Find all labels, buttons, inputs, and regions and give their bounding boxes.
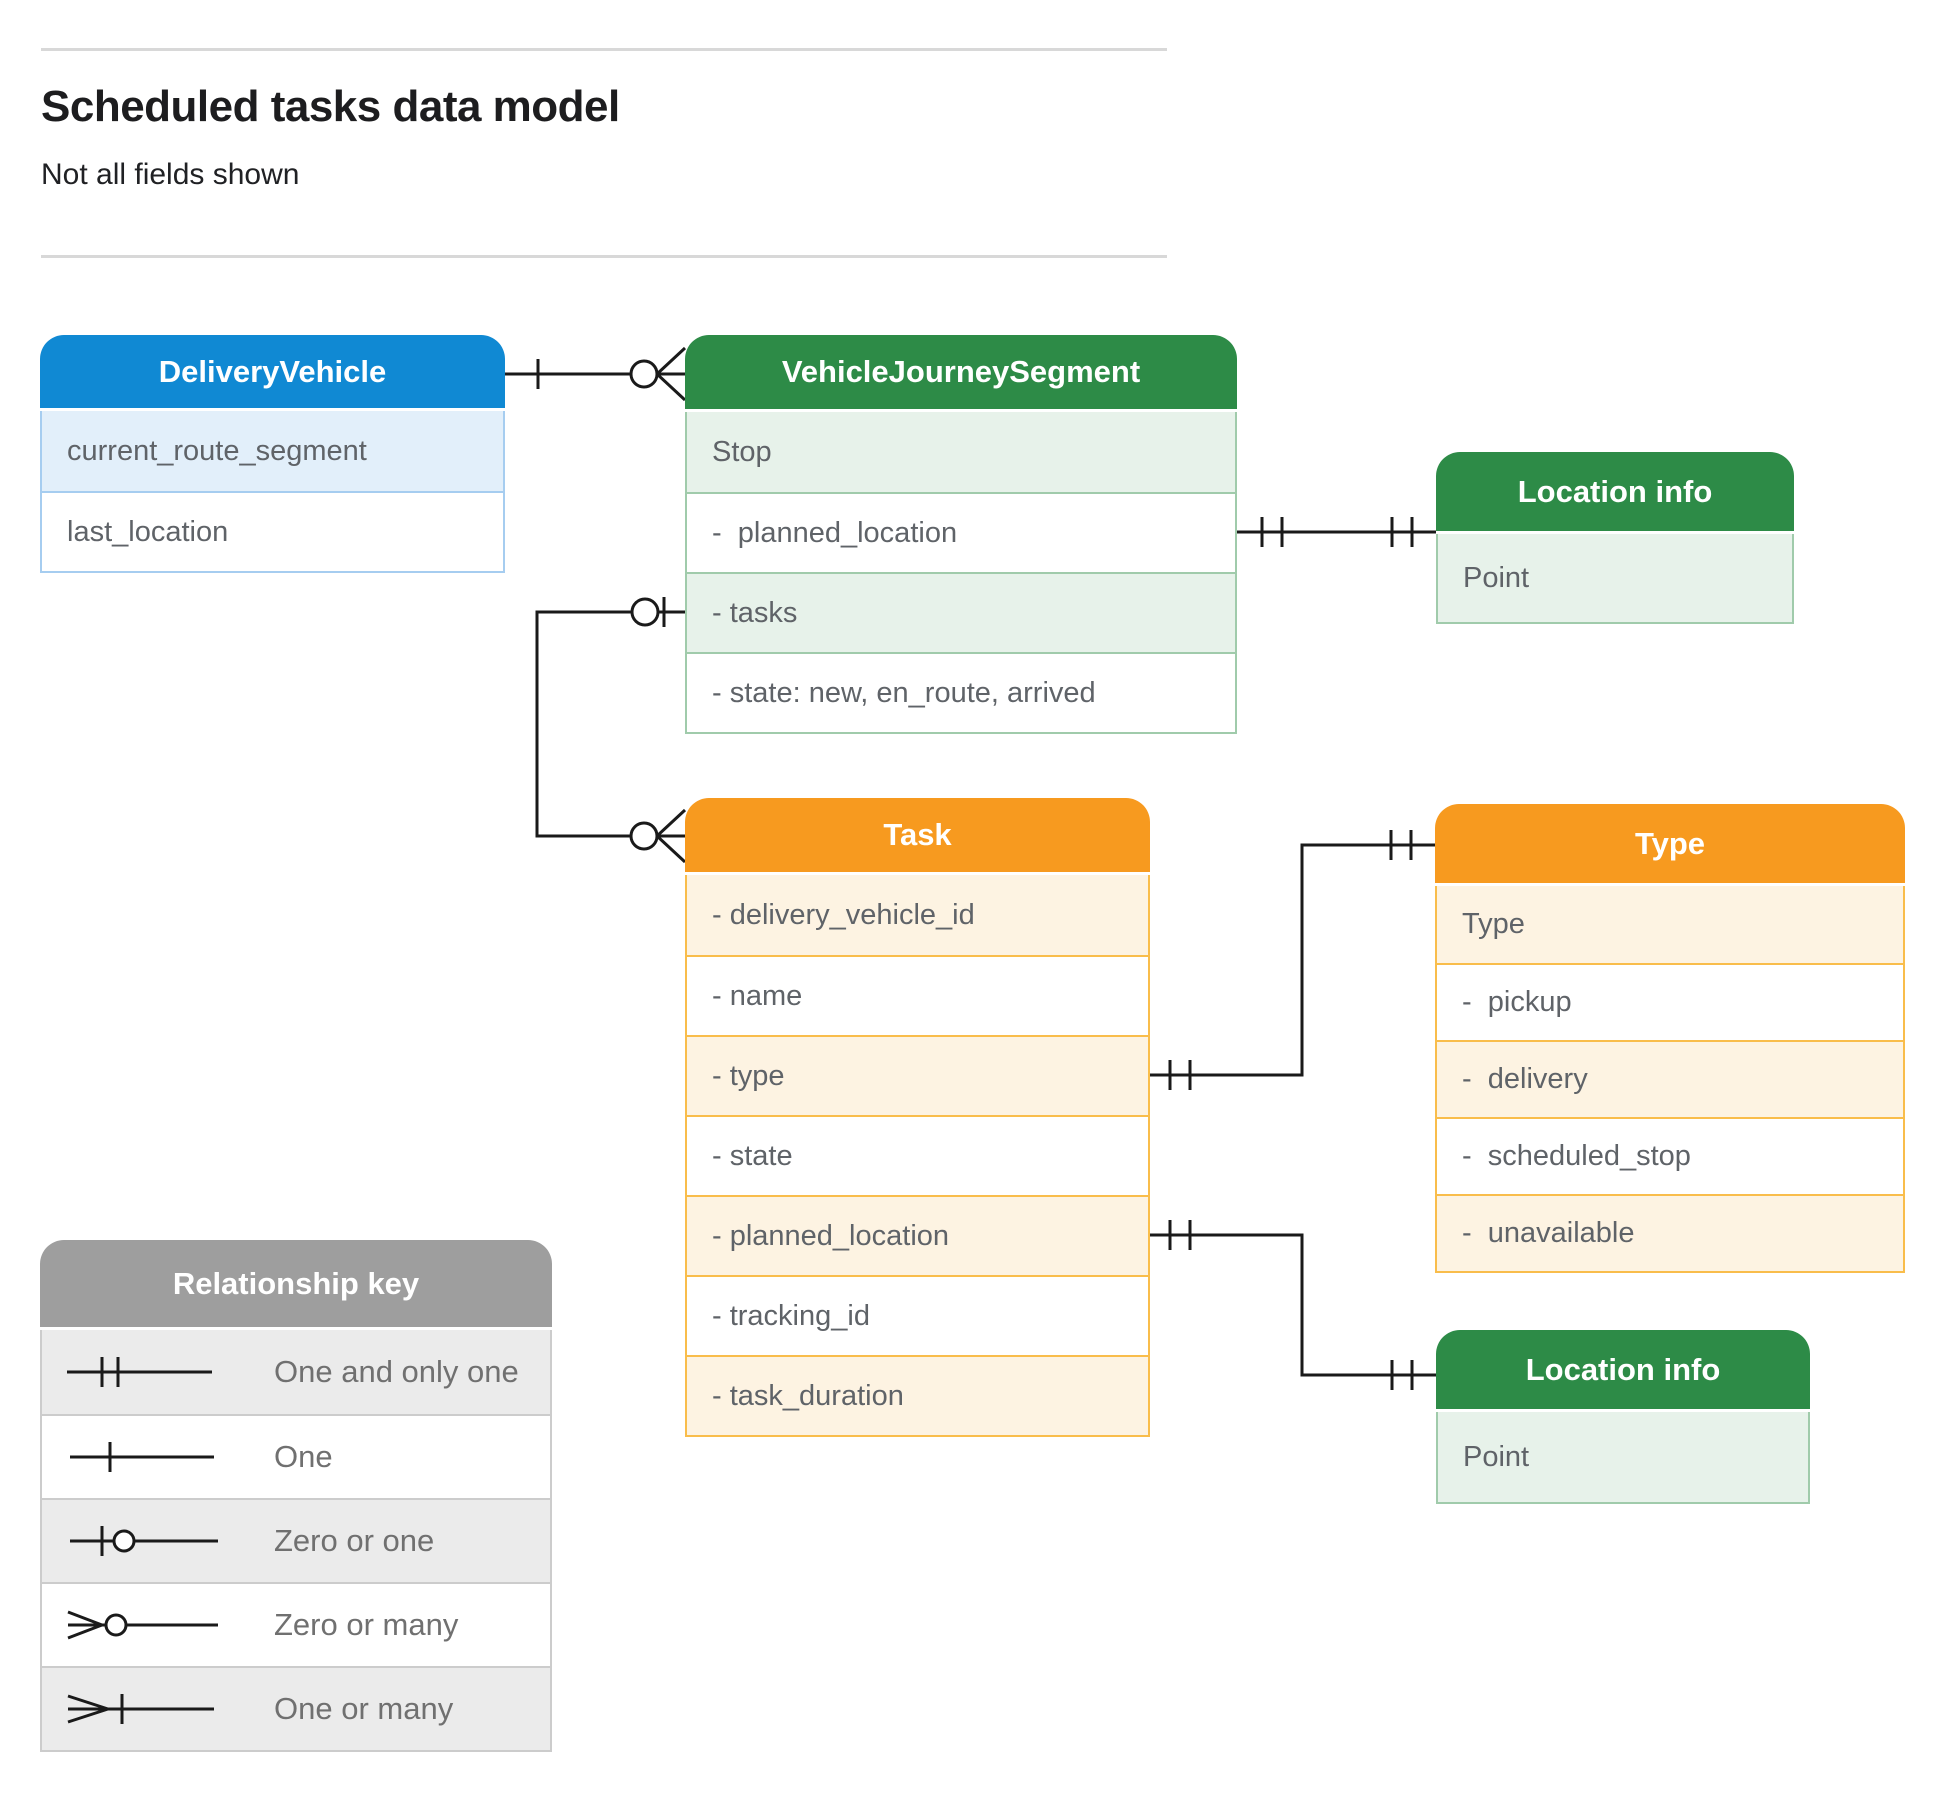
entity-vehiclejourneysegment-row-2: - tasks <box>687 572 1235 652</box>
entity-locationinfo-bottom-row-0: Point <box>1438 1412 1808 1502</box>
key-label: One or many <box>274 1691 454 1726</box>
entity-type-row-1: - pickup <box>1437 963 1903 1040</box>
key-row-zero_or_one: Zero or one <box>42 1498 550 1582</box>
entity-task-title: Task <box>685 798 1150 875</box>
key-label: One <box>274 1439 333 1474</box>
entity-type-row-3: - scheduled_stop <box>1437 1117 1903 1194</box>
one-icon <box>70 1442 214 1472</box>
entity-type-row-0: Type <box>1437 886 1903 963</box>
entity-task-row-0: - delivery_vehicle_id <box>687 875 1148 955</box>
entity-type-row-2: - delivery <box>1437 1040 1903 1117</box>
entity-vehiclejourneysegment-row-1: - planned_location <box>687 492 1235 572</box>
zero_or_one-icon <box>70 1526 218 1556</box>
entity-type-row-4: - unavailable <box>1437 1194 1903 1271</box>
key-row-zero_or_many: Zero or many <box>42 1582 550 1666</box>
entity-deliveryvehicle-title: DeliveryVehicle <box>40 335 505 411</box>
key-label: Zero or many <box>274 1607 459 1642</box>
zero_or_many-icon <box>67 1610 218 1640</box>
page-subtitle: Not all fields shown <box>41 158 300 191</box>
entity-locationinfo-bottom-title: Location info <box>1436 1330 1810 1412</box>
relationship-key-title: Relationship key <box>40 1240 552 1330</box>
entity-task-row-6: - task_duration <box>687 1355 1148 1435</box>
connector-task-plannedlocation-to-locationinfo-bottom <box>1150 1220 1436 1390</box>
entity-deliveryvehicle-row-0: current_route_segment <box>42 411 503 491</box>
divider-top <box>41 48 1167 51</box>
entity-task-row-4: - planned_location <box>687 1195 1148 1275</box>
entity-vehiclejourneysegment-row-0: Stop <box>687 412 1235 492</box>
page-title: Scheduled tasks data model <box>41 82 620 131</box>
key-label: One and only one <box>274 1354 519 1389</box>
entity-type-title: Type <box>1435 804 1905 886</box>
connector-vehiclejourneysegment-tasks-to-task <box>535 597 687 864</box>
one_or_many-icon <box>67 1694 214 1724</box>
connector-deliveryvehicle-to-vehiclejourneysegment <box>505 346 687 402</box>
entity-task-row-5: - tracking_id <box>687 1275 1148 1355</box>
entity-locationinfo-top-row-0: Point <box>1438 534 1792 622</box>
key-row-one_and_only_one: One and only one <box>42 1330 550 1414</box>
entity-task-row-2: - type <box>687 1035 1148 1115</box>
one_and_only_one-icon <box>67 1357 212 1387</box>
key-row-one_or_many: One or many <box>42 1666 550 1750</box>
entity-vehiclejourneysegment-title: VehicleJourneySegment <box>685 335 1237 412</box>
entity-task-row-3: - state <box>687 1115 1148 1195</box>
connector-plannedlocation-to-locationinfo-top <box>1237 517 1436 547</box>
key-row-one: One <box>42 1414 550 1498</box>
entity-deliveryvehicle-row-1: last_location <box>42 491 503 571</box>
entity-vehiclejourneysegment-row-3: - state: new, en_route, arrived <box>687 652 1235 732</box>
divider-bottom <box>41 255 1167 258</box>
entity-task: Task- delivery_vehicle_id- name- type- s… <box>685 798 1150 1437</box>
key-label: Zero or one <box>274 1523 435 1558</box>
connector-task-type-to-type <box>1150 830 1435 1090</box>
entity-task-row-1: - name <box>687 955 1148 1035</box>
entity-locationinfo-top-title: Location info <box>1436 452 1794 534</box>
